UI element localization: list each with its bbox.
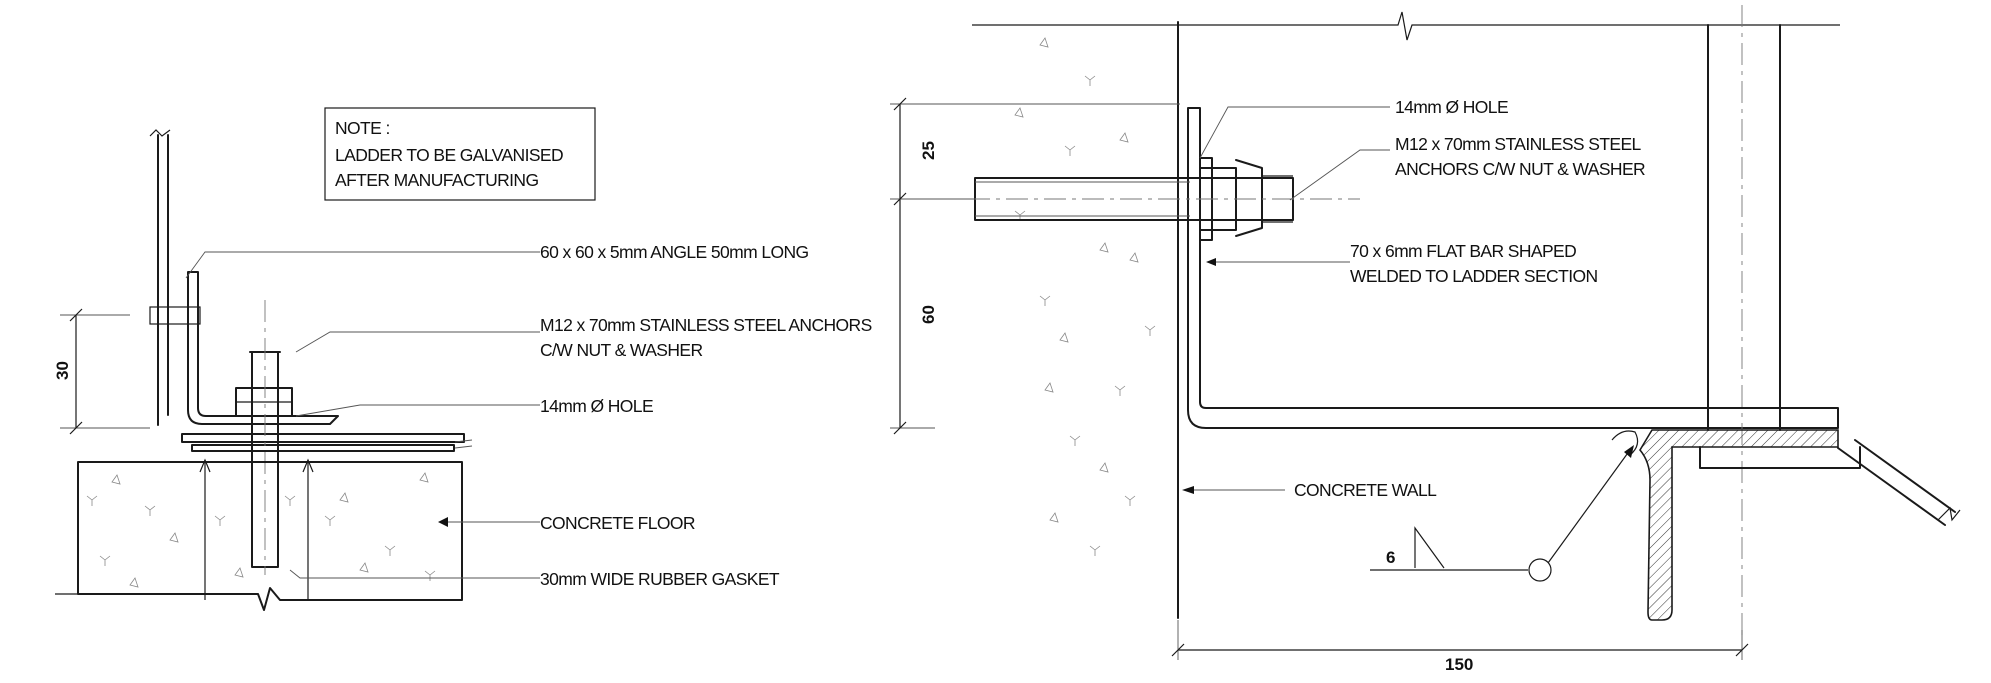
flatbar-label-2: WELDED TO LADDER SECTION	[1350, 266, 1598, 286]
weld-symbol: 6	[1370, 445, 1634, 582]
angle-bracket	[149, 271, 339, 425]
dimension-60: 60	[919, 305, 938, 324]
right-leaders	[1182, 106, 1390, 494]
note-box: NOTE : LADDER TO BE GALVANISED AFTER MAN…	[324, 107, 596, 201]
anchor-bolt-left	[235, 300, 293, 575]
dimension-25: 25	[919, 141, 938, 160]
rubber-gasket	[181, 433, 473, 452]
concrete-wall	[1014, 21, 1179, 619]
angle-label: 60 x 60 x 5mm ANGLE 50mm LONG	[540, 242, 809, 262]
angle-section	[1611, 429, 1961, 621]
anchor-label-right-1: M12 x 70mm STAINLESS STEEL	[1395, 134, 1642, 154]
dimension-width-right: 150	[1171, 620, 1749, 674]
weld-size: 6	[1386, 548, 1395, 567]
dimension-30: 30	[53, 361, 72, 380]
hole-label-right: 14mm Ø HOLE	[1395, 97, 1508, 117]
dimension-vertical-right: 25 60	[890, 97, 1180, 435]
flat-bar	[1187, 107, 1839, 429]
dimension-150: 150	[1445, 655, 1473, 674]
ladder-stile-right	[1707, 5, 1781, 640]
note-line-1: LADDER TO BE GALVANISED	[335, 145, 563, 165]
left-leaders	[185, 251, 540, 579]
anchor-bolt-right	[930, 157, 1360, 241]
left-detail: NOTE : LADDER TO BE GALVANISED AFTER MAN…	[53, 107, 872, 611]
ladder-stile	[149, 129, 171, 426]
floor-label: CONCRETE FLOOR	[540, 513, 695, 533]
wall-label: CONCRETE WALL	[1294, 480, 1437, 500]
anchor-label-right-2: ANCHORS C/W NUT & WASHER	[1395, 159, 1645, 179]
note-line-2: AFTER MANUFACTURING	[335, 170, 538, 190]
note-title: NOTE :	[335, 118, 390, 138]
gasket-label: 30mm WIDE RUBBER GASKET	[540, 569, 780, 589]
right-detail: 25 60 150 6 14	[890, 5, 1961, 674]
anchor-label-left-1: M12 x 70mm STAINLESS STEEL ANCHORS	[540, 315, 872, 335]
anchor-label-left-2: C/W NUT & WASHER	[540, 340, 703, 360]
flatbar-label-1: 70 x 6mm FLAT BAR SHAPED	[1350, 241, 1576, 261]
top-break-line	[972, 11, 1840, 41]
dimension-height-left: 30	[53, 308, 150, 435]
hole-label-left: 14mm Ø HOLE	[540, 396, 653, 416]
concrete-floor	[55, 458, 463, 611]
